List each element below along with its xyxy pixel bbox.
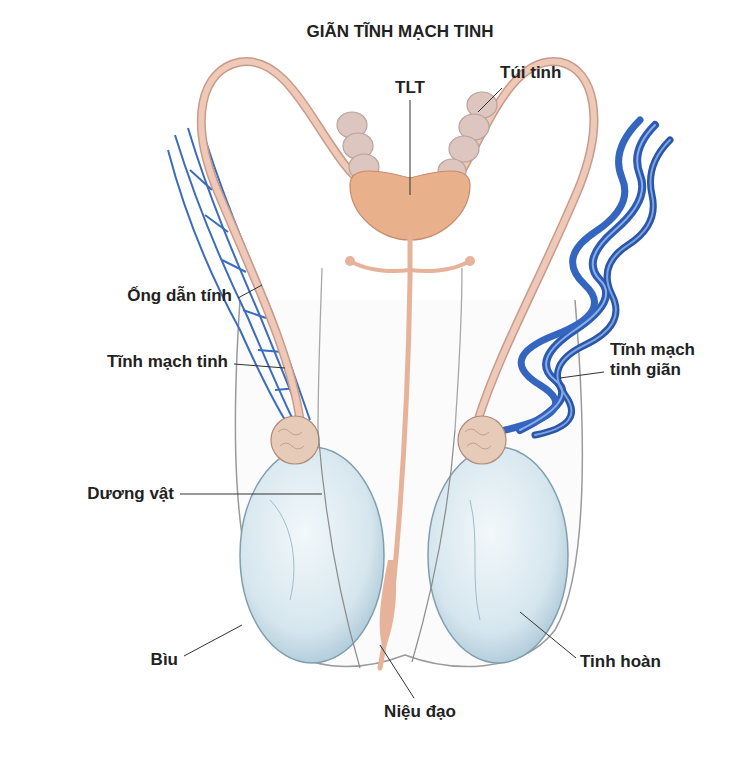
testis-detail [270,500,294,600]
part-label: Tinh hoàn [580,652,661,672]
penis-outline [318,268,322,430]
vas-tube [425,61,594,420]
testis-detail [470,500,480,620]
leader-line [478,88,502,112]
vein [222,260,246,272]
gland [345,256,355,266]
part-label: Dương vật [87,484,174,504]
penis-outline [412,430,455,662]
vas-tube [201,61,395,420]
texture [278,429,302,435]
part-label: Ống dẫn tính [127,286,232,306]
gland [465,256,475,266]
leader-line [234,364,285,368]
urethra-branch [352,262,468,271]
penis-outline [455,268,462,430]
leader-line [410,100,411,195]
vas-tube [425,61,594,420]
part-label: TLT [395,78,425,98]
epididymis [271,416,319,464]
leader-line [380,645,414,698]
vein [175,135,296,426]
penis-outline [318,430,360,668]
texture [465,429,489,435]
leader-line [238,285,262,298]
leader-line [560,372,604,378]
epididymis-texture [278,429,491,449]
part-label: Niệu đạo [384,702,456,722]
texture [467,443,491,449]
texture [280,443,304,449]
vas-tube [201,61,395,420]
vein [243,310,266,318]
epididymis [458,416,506,464]
testis [240,447,384,663]
vein [535,140,670,435]
urethra-tube [380,235,410,668]
diagram-title: GIÃN TĨNH MẠCH TINH [307,22,494,42]
vesicle-lobe [449,136,479,162]
part-label: Túi tinh [500,63,561,83]
vas-deferens [201,61,594,420]
leader-line [520,612,576,658]
part-label: Tĩnh mạch tinh giãn [610,340,722,381]
vein [505,120,640,430]
leader-lines [180,88,604,698]
vein-highlight [535,140,670,435]
leader-line [180,494,322,495]
testis [428,447,568,663]
part-label: Bìu [151,650,178,670]
part-label: Tĩnh mạch tinh [107,352,228,372]
urethra [352,235,468,668]
leader-line [184,625,242,656]
urethra-bulb [380,560,396,652]
vein [188,128,304,424]
